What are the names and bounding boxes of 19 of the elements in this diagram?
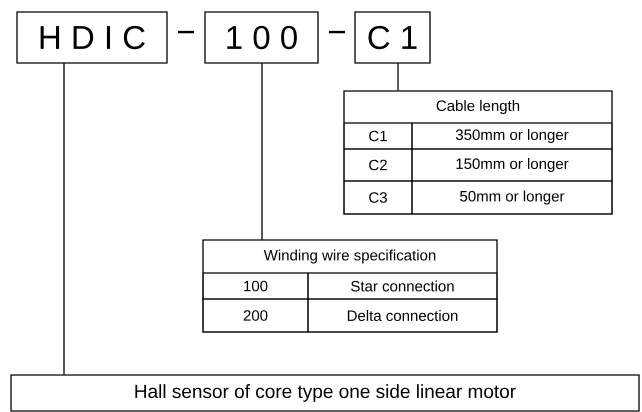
table-cell: C2 [343,148,413,182]
description-box: Hall sensor of core type one side linear motor [10,374,640,412]
table-cell: Star connection [307,272,498,300]
table-cell: C1 [343,122,413,150]
table-cell: 100 [202,272,309,300]
code-box: H D I C [16,11,168,64]
table-cell: Delta connection [307,298,498,333]
table-cell: 350mm or longer [411,122,613,150]
connector-line [261,64,263,240]
table-cell: 200 [202,298,309,333]
code-box: 1 0 0 [204,11,319,64]
connector-line [63,64,65,374]
code-box: C 1 [354,11,431,64]
connector-line [397,64,399,90]
table-cell: C3 [343,180,413,215]
table-cell: 50mm or longer [411,180,613,215]
separator-dash: − [329,30,346,34]
separator-dash: − [178,30,194,34]
table-cell: 150mm or longer [411,148,613,182]
